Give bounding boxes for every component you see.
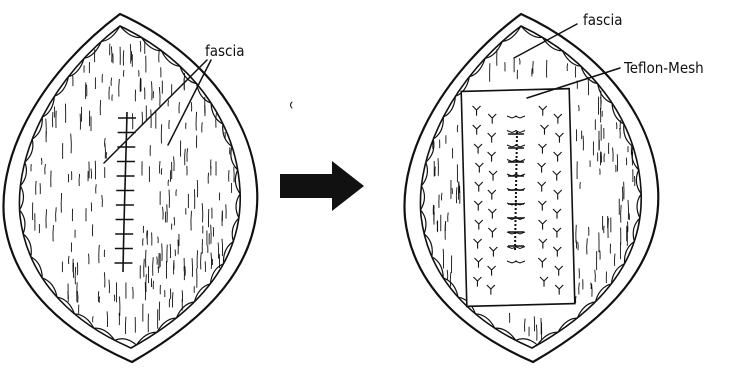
fascia-hatch-mark — [621, 205, 622, 223]
left-fascia-pointer-a — [104, 60, 207, 163]
fascia-hatch-mark — [167, 204, 168, 222]
right-wound-with-mesh: fascia Teflon-Mesh — [404, 11, 703, 362]
fascia-hatch-mark — [201, 252, 202, 269]
fascia-hatch-mark — [104, 272, 105, 287]
fascia-hatch-mark — [159, 87, 160, 106]
left-inner-wound-edge — [19, 26, 240, 348]
fascia-hatch-mark — [567, 63, 568, 71]
fascia-hatch-mark — [211, 253, 212, 269]
fascia-hatch-mark — [615, 254, 616, 266]
fascia-hatch-mark — [77, 291, 78, 303]
fascia-hatch-mark — [174, 156, 175, 171]
fascia-hatch-mark — [447, 270, 448, 280]
left-outer-skin-edge — [3, 14, 257, 362]
fascia-hatch-mark — [456, 187, 457, 203]
fascia-hatch-mark — [130, 44, 131, 63]
fascia-hatch-mark — [163, 207, 164, 220]
fascia-hatch-mark — [146, 274, 147, 292]
fascia-hatch-mark — [591, 283, 592, 289]
fascia-hatch-mark — [519, 58, 520, 64]
fascia-hatch-mark — [153, 281, 154, 289]
fascia-hatch-mark — [102, 195, 103, 207]
left-suture-line — [115, 112, 137, 272]
fascia-hatch-mark — [45, 164, 46, 174]
mesh-label: Teflon-Mesh — [623, 59, 704, 77]
fascia-hatch-mark — [216, 113, 217, 127]
fascia-hatch-mark — [79, 174, 80, 186]
fascia-hatch-mark — [579, 105, 580, 111]
fascia-hatch-mark — [218, 242, 219, 258]
fascia-hatch-mark — [191, 211, 192, 231]
fascia-hatch-mark — [71, 134, 72, 154]
fascia-hatch-mark — [144, 259, 145, 277]
left-fascia-label: fascia — [205, 42, 245, 60]
fascia-hatch-mark — [613, 148, 614, 162]
transition-arrow-icon — [280, 161, 364, 211]
fascia-hatch-mark — [46, 209, 47, 228]
stray-mark — [291, 102, 293, 108]
fascia-hatch-mark — [56, 207, 57, 221]
fascia-hatch-mark — [106, 152, 107, 158]
fascia-hatch-mark — [536, 325, 537, 341]
fascia-hatch-mark — [595, 270, 596, 282]
fascia-hatch-mark — [99, 297, 100, 303]
fascia-hatch-mark — [579, 283, 580, 295]
fascia-hatch-mark — [187, 148, 188, 162]
fascia-hatch-mark — [53, 225, 54, 241]
fascia-hatch-mark — [153, 257, 154, 276]
fascia-hatch-mark — [168, 100, 169, 106]
fascia-hatch-mark — [185, 149, 186, 166]
fascia-hatch-mark — [96, 184, 97, 193]
fascia-hatch-mark — [75, 267, 76, 284]
fascia-hatch-mark — [197, 250, 198, 268]
fascia-hatch-mark — [222, 239, 223, 256]
fascia-hatch-mark — [457, 125, 458, 132]
fascia-hatch-mark — [158, 237, 159, 243]
fascia-hatch-mark — [140, 41, 141, 52]
left-wound-before-mesh: fascia — [3, 14, 257, 362]
fascia-hatch-mark — [587, 238, 588, 254]
fascia-hatch-mark — [111, 78, 112, 86]
right-fascia-label: fascia — [583, 11, 623, 29]
left-wound-scallops — [20, 26, 241, 345]
fascia-hatch-mark — [525, 319, 526, 332]
fascia-hatch-mark — [91, 169, 92, 179]
fascia-hatch-mark — [123, 50, 124, 65]
fascia-hatch-mark — [119, 79, 120, 97]
fascia-hatch-mark — [172, 292, 173, 307]
fascia-hatch-mark — [588, 77, 589, 95]
fascia-hatch-mark — [160, 161, 161, 173]
fascia-hatch-mark — [196, 112, 197, 131]
fascia-hatch-mark — [105, 138, 106, 147]
fascia-hatch-mark — [202, 203, 203, 222]
fascia-hatch-mark — [620, 128, 621, 138]
fascia-hatch-mark — [620, 120, 621, 129]
fascia-hatch-mark — [170, 244, 171, 258]
